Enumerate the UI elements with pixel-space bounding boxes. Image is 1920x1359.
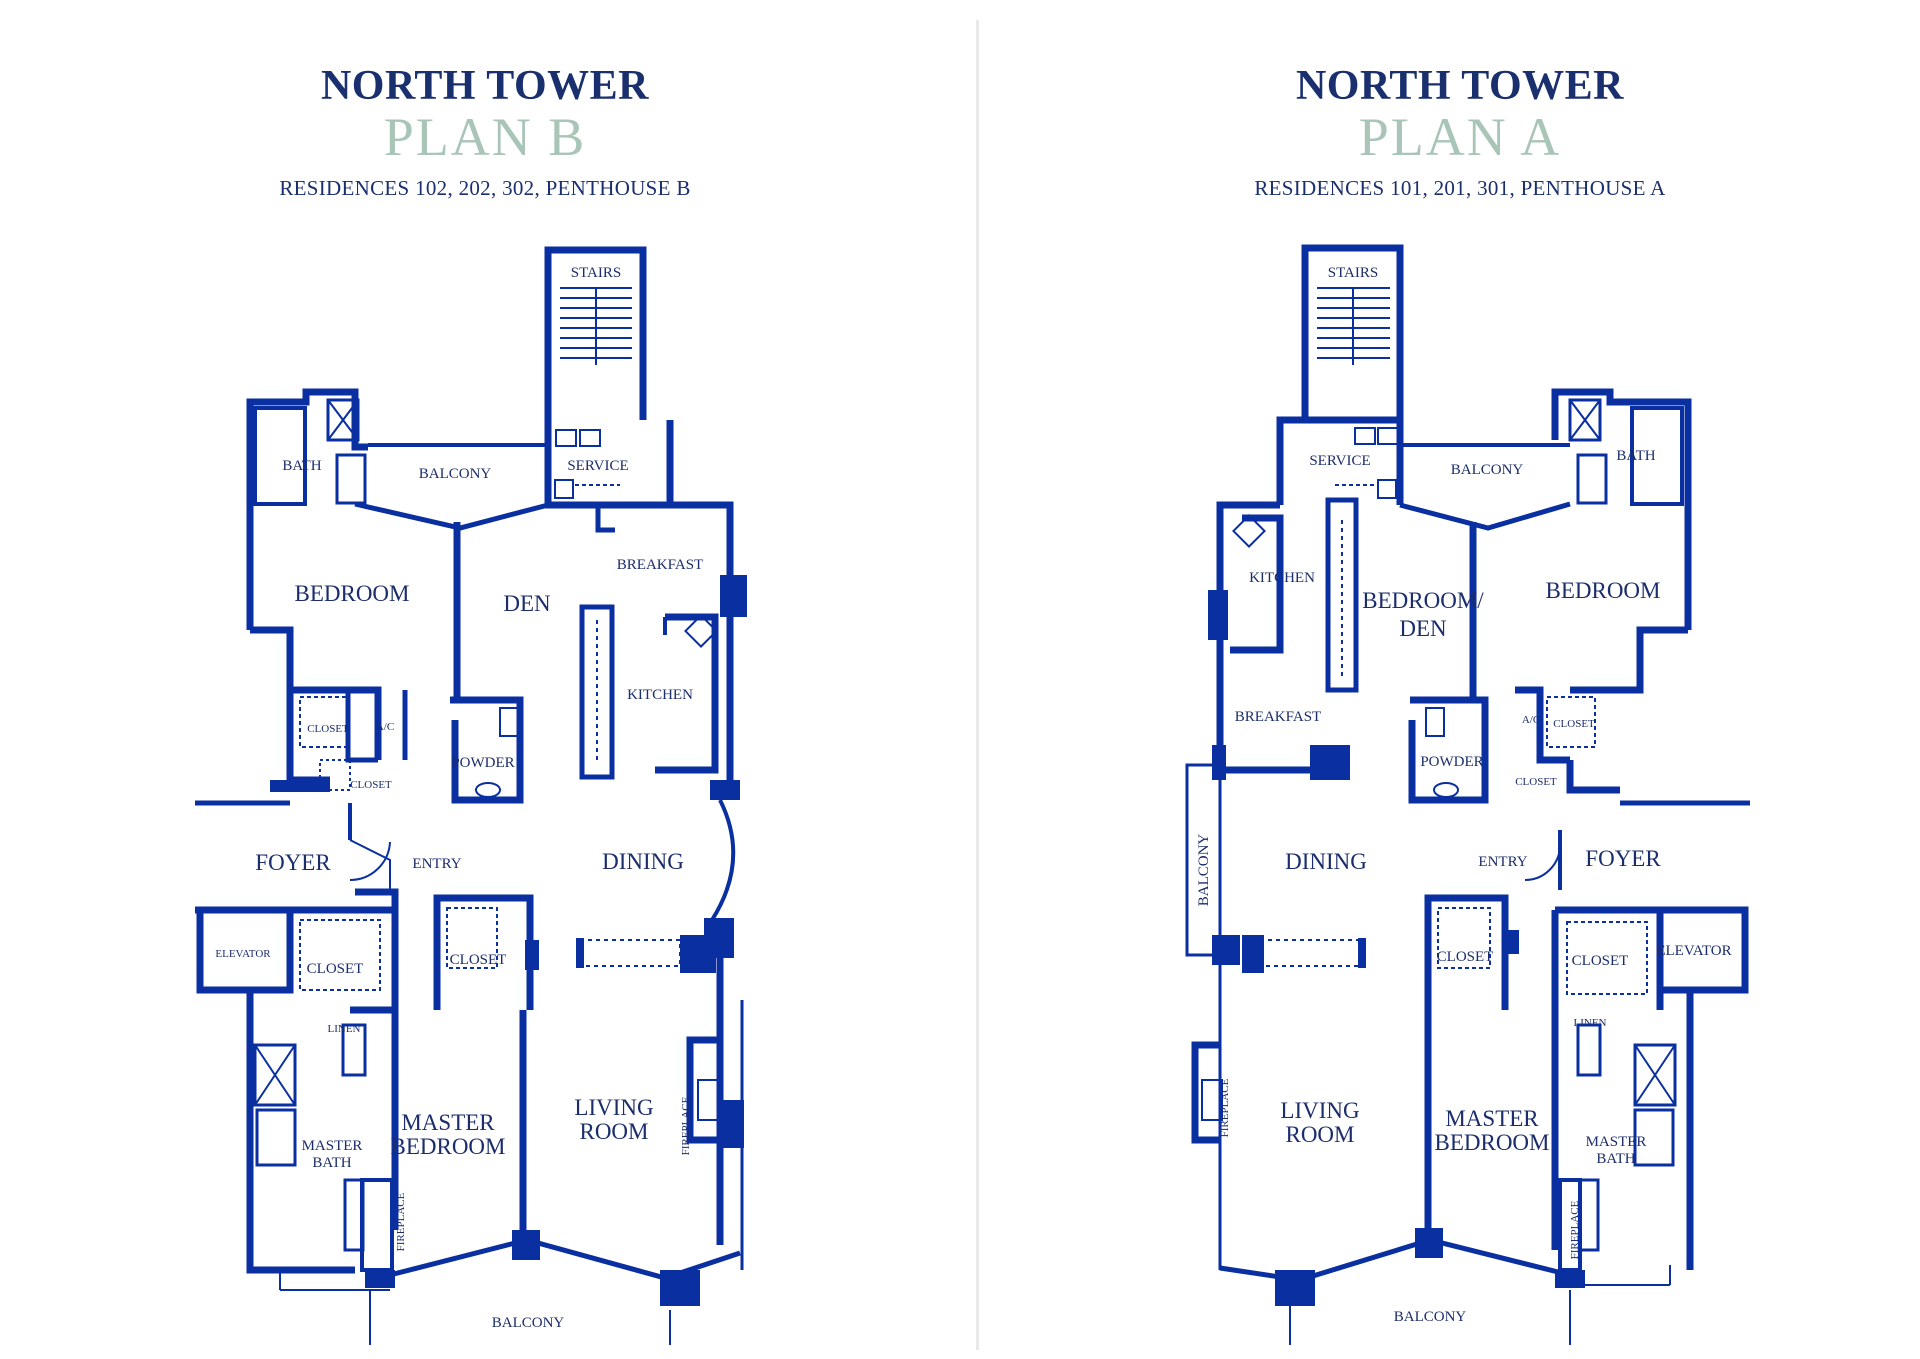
room-label-ac: A/C xyxy=(1522,714,1540,726)
room-label-entry: ENTRY xyxy=(412,856,461,872)
room-label-closet-c: CLOSET xyxy=(1437,949,1494,965)
room-label-master-bedroom-2: BEDROOM xyxy=(1434,1130,1549,1155)
room-label-ac: A/C xyxy=(376,721,394,733)
room-label-fireplace-living: FIREPLACE xyxy=(680,1096,692,1155)
room-label-kitchen: KITCHEN xyxy=(627,687,693,703)
room-label-bedroom-den-2: DEN xyxy=(1399,616,1447,641)
room-label-fireplace-master: FIREPLACE xyxy=(1569,1200,1581,1259)
floor-plan-a-drawing: STAIRS SERVICE BALCONY BATH KITCHEN BEDR… xyxy=(1185,244,1750,1345)
room-label-bath: BATH xyxy=(1616,448,1655,464)
residences-list: RESIDENCES 101, 201, 301, PENTHOUSE A xyxy=(1254,176,1666,200)
tower-title: NORTH TOWER xyxy=(320,63,650,109)
floor-plan-panel-plan-b: NORTH TOWER PLAN B RESIDENCES 102, 202, … xyxy=(0,62,970,1345)
tower-title: NORTH TOWER xyxy=(1295,63,1625,109)
room-label-bedroom: BEDROOM xyxy=(1545,578,1660,603)
room-label-closet-a: CLOSET xyxy=(307,723,349,735)
floor-plan-panel-plan-a: NORTH TOWER PLAN A RESIDENCES 101, 201, … xyxy=(980,0,1920,1359)
room-label-bedroom: BEDROOM xyxy=(294,581,409,606)
room-label-living-room-2: ROOM xyxy=(1285,1122,1354,1147)
room-label-balcony-bottom: BALCONY xyxy=(492,1315,565,1331)
plan-name: PLAN A xyxy=(1358,107,1562,167)
room-label-closet-b: CLOSET xyxy=(350,779,392,791)
room-label-master-bath-2: BATH xyxy=(1596,1151,1635,1167)
floor-plan-b-drawing: STAIRS BATH BALCONY SERVICE BREAKFAST BE… xyxy=(195,246,747,1345)
room-label-closet-d: CLOSET xyxy=(1572,953,1629,969)
plan-b-header: NORTH TOWER PLAN B RESIDENCES 102, 202, … xyxy=(0,62,970,201)
room-label-living-room-2: ROOM xyxy=(579,1119,648,1144)
room-label-balcony-top: BALCONY xyxy=(419,466,492,482)
room-label-master-bath-2: BATH xyxy=(312,1155,351,1171)
room-label-balcony-side: BALCONY xyxy=(1196,834,1212,907)
room-label-linen: LINEN xyxy=(328,1023,361,1035)
room-label-kitchen: KITCHEN xyxy=(1249,570,1315,586)
room-label-service: SERVICE xyxy=(1309,453,1370,469)
room-label-balcony-bottom: BALCONY xyxy=(1394,1309,1467,1325)
room-label-dining: DINING xyxy=(1285,849,1367,874)
room-label-master-bedroom-2: BEDROOM xyxy=(390,1134,505,1159)
room-label-breakfast: BREAKFAST xyxy=(1235,709,1321,725)
room-label-bath: BATH xyxy=(282,458,321,474)
room-label-master-bath-1: MASTER xyxy=(1586,1134,1647,1150)
room-label-stairs: STAIRS xyxy=(1328,265,1378,281)
room-label-closet-d: CLOSET xyxy=(450,952,507,968)
room-label-closet-c: CLOSET xyxy=(307,961,364,977)
room-label-foyer: FOYER xyxy=(255,850,331,875)
room-label-balcony-top: BALCONY xyxy=(1451,462,1524,478)
room-label-elevator: ELEVATOR xyxy=(1656,943,1731,959)
room-label-service: SERVICE xyxy=(567,458,628,474)
room-label-closet-b: CLOSET xyxy=(1515,776,1557,788)
room-label-entry: ENTRY xyxy=(1478,854,1527,870)
residences-list: RESIDENCES 102, 202, 302, PENTHOUSE B xyxy=(279,176,691,200)
room-label-breakfast: BREAKFAST xyxy=(617,557,703,573)
room-label-fireplace-master: FIREPLACE xyxy=(395,1192,407,1251)
room-label-elevator: ELEVATOR xyxy=(215,948,271,960)
room-label-living-room-1: LIVING xyxy=(574,1095,653,1120)
plan-a-header: NORTH TOWER PLAN A RESIDENCES 101, 201, … xyxy=(980,62,1920,201)
room-label-bedroom-den-1: BEDROOM/ xyxy=(1362,588,1484,613)
room-label-foyer: FOYER xyxy=(1585,846,1661,871)
room-label-powder: POWDER xyxy=(451,755,514,771)
page-fold-divider xyxy=(976,20,979,1350)
room-label-powder: POWDER xyxy=(1420,754,1483,770)
room-label-dining: DINING xyxy=(602,849,684,874)
room-label-master-bedroom-1: MASTER xyxy=(401,1110,495,1135)
room-label-den: DEN xyxy=(503,591,551,616)
room-label-linen: LINEN xyxy=(1574,1017,1607,1029)
room-label-master-bath-1: MASTER xyxy=(302,1138,363,1154)
room-label-stairs: STAIRS xyxy=(571,265,621,281)
room-label-closet-a: CLOSET xyxy=(1553,718,1595,730)
plan-name: PLAN B xyxy=(383,107,587,167)
room-label-master-bedroom-1: MASTER xyxy=(1445,1106,1539,1131)
room-label-living-room-1: LIVING xyxy=(1280,1098,1359,1123)
room-label-fireplace-living: FIREPLACE xyxy=(1219,1078,1231,1137)
